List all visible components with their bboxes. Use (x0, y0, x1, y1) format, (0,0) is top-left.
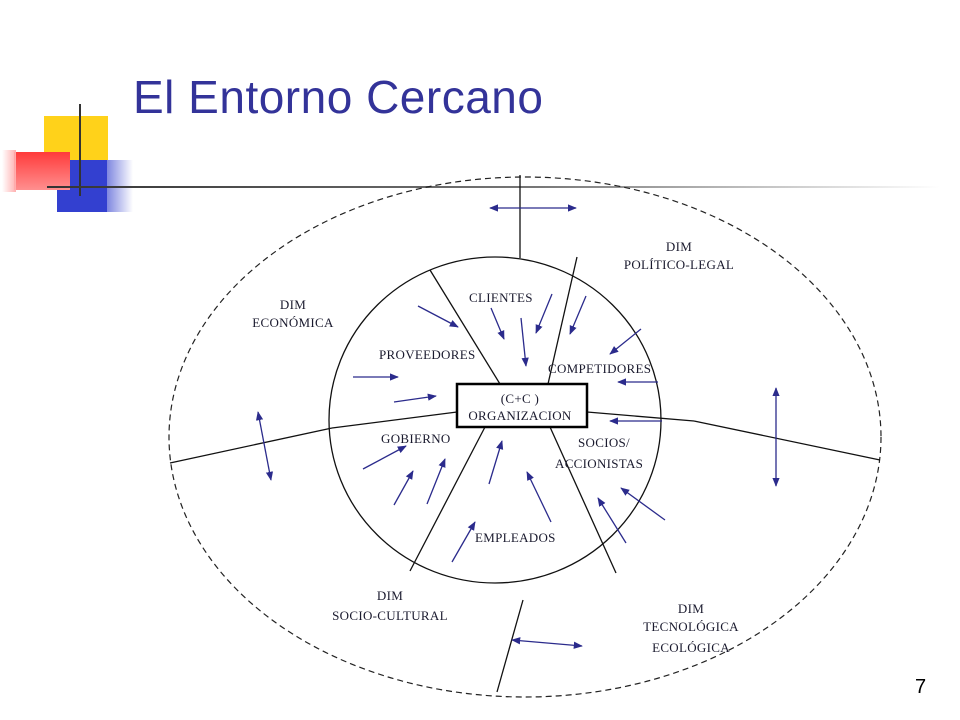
label-gobierno: GOBIERNO (381, 431, 451, 446)
center-line-1: (C+C ) (501, 391, 539, 406)
label-accionistas: ACCIONISTAS (555, 456, 643, 471)
influence-arrow (417, 305, 459, 328)
label-empleados: EMPLEADOS (475, 530, 556, 545)
influence-arrow (520, 317, 529, 367)
influence-arrow (569, 295, 587, 335)
influence-arrow (426, 458, 446, 505)
page-number: 7 (915, 676, 927, 698)
label-ecologica: ECOLÓGICA (652, 640, 730, 655)
page-title: El Entorno Cercano (133, 71, 544, 123)
influence-arrow (488, 440, 504, 485)
influence-arrow (451, 521, 476, 563)
sector-line-lower-left (409, 426, 486, 572)
label-dim-sociocultural: DIM (377, 588, 403, 603)
label-socios: SOCIOS/ (578, 435, 630, 450)
label-politico-legal: POLÍTICO-LEGAL (624, 257, 734, 272)
title-underline (47, 186, 940, 188)
inner-environment-circle (328, 256, 662, 584)
organization-box (455, 382, 589, 429)
label-proveedores: PROVEEDORES (379, 347, 475, 362)
label-dim-economica: DIM (280, 297, 306, 312)
label-competidores: COMPETIDORES (548, 361, 651, 376)
sector-line-left (331, 411, 458, 429)
double-arrow-left (255, 411, 274, 481)
influence-arrow (393, 393, 437, 403)
sector-line-upper-left (429, 269, 501, 385)
label-clientes: CLIENTES (469, 290, 533, 305)
label-dim-tecnologica: DIM (678, 601, 704, 616)
outer-environment-ellipse (168, 176, 882, 698)
influence-arrow (535, 293, 553, 334)
label-socio-cultural: SOCIO-CULTURAL (332, 608, 448, 623)
label-dim-politico: DIM (666, 239, 692, 254)
red-square (14, 152, 70, 190)
sector-line-right (586, 411, 695, 422)
influence-arrow (620, 487, 666, 521)
label-tecnologica: TECNOLÓGICA (643, 619, 739, 634)
sector-line-upper-right (547, 256, 578, 385)
divider-right (693, 420, 881, 461)
sector-line-lower-right (549, 426, 617, 574)
influence-arrow (597, 497, 627, 544)
divider-bottom (496, 599, 524, 693)
influence-arrow (362, 445, 407, 470)
red-square-glow (2, 150, 16, 192)
influence-arrow (526, 471, 552, 523)
divider-left (169, 427, 333, 464)
label-economica: ECONÓMICA (252, 315, 334, 330)
double-arrow-bottom (511, 637, 583, 649)
center-line-2: ORGANIZACION (468, 408, 572, 423)
vertical-rule (79, 104, 81, 196)
influence-arrow (490, 307, 505, 340)
influence-arrow (609, 328, 642, 355)
influence-arrow (393, 470, 414, 506)
